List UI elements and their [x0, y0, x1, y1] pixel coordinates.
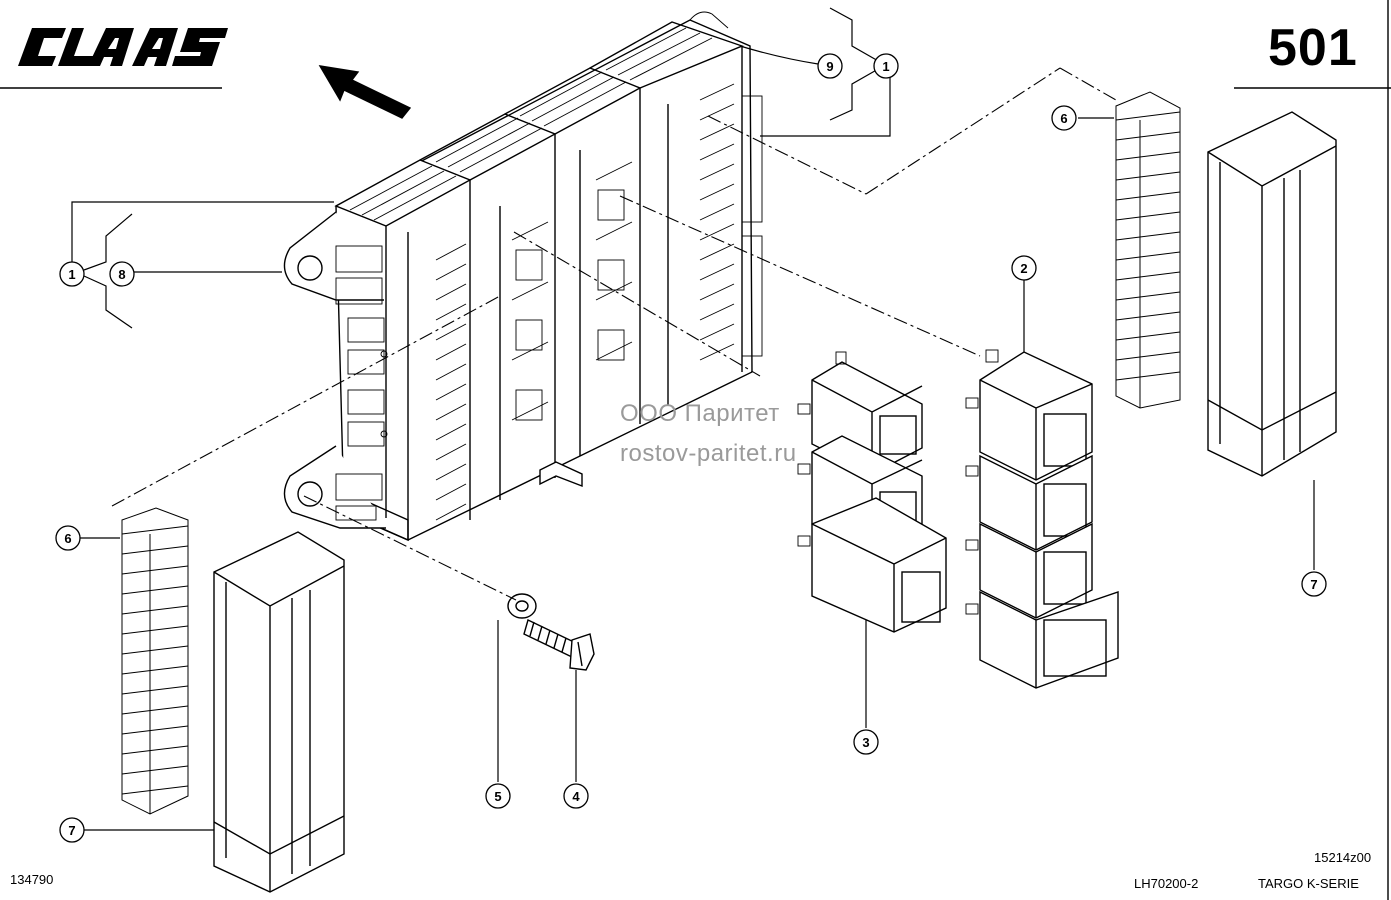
relay-set-2 — [965, 349, 1119, 689]
callout-2 — [1011, 255, 1037, 281]
leader-lines — [71, 7, 1315, 831]
fuse-strip-right — [1115, 91, 1181, 409]
callout-label: 6 — [64, 531, 71, 546]
cover-right — [1207, 111, 1337, 477]
callout-7-right — [1301, 571, 1327, 597]
callout-6-right — [1051, 105, 1077, 131]
callout-label: 9 — [826, 59, 833, 74]
watermark-company: ООО Паритет — [620, 400, 780, 427]
cover-left — [213, 531, 345, 893]
callout-label: 2 — [1020, 261, 1027, 276]
group-code: LH70200-2 — [1134, 876, 1199, 891]
callout-label: 5 — [494, 789, 501, 804]
central-electrics-box — [283, 11, 763, 542]
bolt — [523, 619, 595, 671]
page-number: 501 — [1268, 19, 1358, 77]
model-name: TARGO K-SERIE — [1258, 876, 1359, 891]
watermark-url: rostov-paritet.ru — [620, 440, 797, 467]
callout-label: 1 — [882, 59, 889, 74]
drawing-code: 15214z00 — [1314, 850, 1372, 865]
callout-1-left — [59, 261, 85, 287]
assembly-lines — [111, 67, 1117, 601]
callout-7-left — [59, 817, 85, 843]
callout-label: 6 — [1060, 111, 1067, 126]
callout-3 — [853, 729, 879, 755]
callout-4 — [563, 783, 589, 809]
callout-label: 8 — [118, 267, 125, 282]
illustration-number: 134790 — [10, 872, 54, 887]
callout-label: 7 — [1310, 577, 1317, 592]
callout-label: 1 — [68, 267, 75, 282]
relay-set-3 — [797, 351, 947, 633]
callout-5 — [485, 783, 511, 809]
callout-label: 3 — [862, 735, 869, 750]
callout-8 — [109, 261, 135, 287]
fuse-strip-left — [121, 507, 189, 815]
callout-6-left — [55, 525, 81, 551]
claas-logo — [18, 28, 228, 66]
callout-1-top — [873, 53, 899, 79]
callout-label: 7 — [68, 823, 75, 838]
direction-arrow-icon — [318, 65, 412, 119]
callout-9 — [817, 53, 843, 79]
callout-label: 4 — [572, 789, 580, 804]
